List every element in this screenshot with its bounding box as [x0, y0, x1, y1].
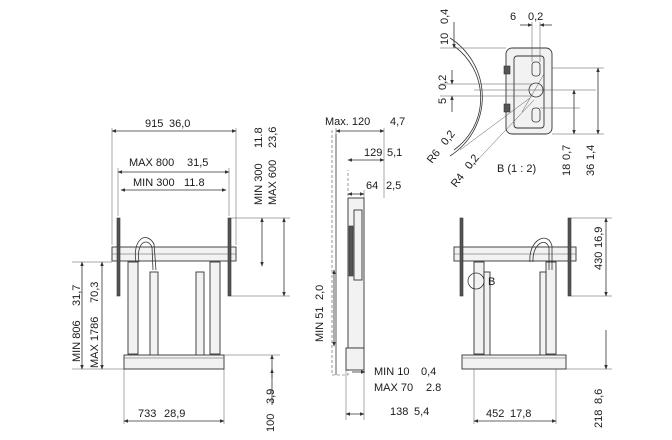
dim-min300-in: 11.8: [184, 177, 205, 189]
dim-129: 129: [364, 147, 382, 159]
front-view: 915 36,0 MAX 800 31,5 MIN 300 11.8 MIN 3…: [71, 118, 290, 432]
front-right-leg: [195, 271, 205, 357]
front-right-rail: [227, 217, 232, 297]
dim-915: 915: [145, 118, 163, 130]
dim-min51-in: 2,0: [314, 285, 326, 300]
dim-64-in: 2,5: [386, 180, 401, 192]
dim-r6: R6: [425, 147, 443, 165]
dim-430: 430: [593, 252, 605, 270]
side-view: Max. 120 4,7 129 5,1 64 2,5 MIN 51 2,0 M…: [314, 116, 441, 420]
dim-10: 10: [439, 33, 451, 45]
dim-max800: MAX 800: [129, 157, 174, 169]
dim-r4: R4: [449, 171, 467, 189]
front-left-rail: [116, 217, 121, 297]
detail-label: B (1 : 2): [497, 163, 536, 175]
dim-138-in: 5,4: [414, 406, 429, 418]
dim-5-in: 0,2: [437, 75, 449, 90]
dim-v-min300: MIN 300: [253, 163, 265, 205]
dim-36-in: 1,4: [585, 145, 597, 160]
detail-arc: [449, 37, 483, 157]
rear-right-rail: [567, 217, 572, 297]
side-screen-outline: [331, 130, 349, 376]
dim-max120-in: 4,7: [390, 116, 405, 128]
dim-430-in: 16,9: [593, 227, 605, 248]
side-bracket: [353, 209, 363, 281]
dim-138: 138: [390, 406, 408, 418]
dim-min806-in: 31,7: [71, 285, 83, 306]
front-right-upright: [209, 261, 221, 355]
dim-18: 18: [561, 164, 573, 176]
dim-733: 733: [138, 408, 156, 420]
rear-view: B 430 16,9 452 17,8 218 8,6: [453, 217, 612, 428]
dim-max120: Max. 120: [325, 116, 370, 128]
detail-b-label: B: [488, 276, 495, 288]
dim-10-in: 0,4: [439, 9, 451, 24]
dim-min806: MIN 806: [71, 320, 83, 362]
dim-218: 218: [593, 410, 605, 428]
dim-min10: MIN 10: [374, 366, 409, 378]
detail-view-b: 10 0,4 6 0,2 5 0,2 R6 0,2 R4 0,2 B (1 : …: [425, 9, 604, 190]
dim-v-max600-in: 23,6: [267, 127, 279, 148]
dim-452-in: 17,8: [510, 408, 531, 420]
detail-slot-bottom: [531, 107, 541, 123]
front-left-upright: [127, 261, 139, 355]
rear-base: [461, 354, 567, 370]
dim-v-max600: MAX 600: [267, 160, 279, 205]
dim-915-in: 36,0: [169, 118, 190, 130]
rear-right-upright: [545, 261, 557, 355]
front-cable-loop: [134, 237, 157, 271]
dim-min300: MIN 300: [133, 177, 175, 189]
dim-max70: MAX 70: [374, 382, 413, 394]
detail-slot-top: [531, 61, 541, 77]
dim-733-in: 28,9: [164, 408, 185, 420]
dim-max70-in: 2.8: [426, 382, 441, 394]
dim-218-in: 8,6: [593, 389, 605, 404]
front-left-leg: [149, 271, 159, 357]
rear-cable-loop: [529, 237, 553, 270]
dim-r4-in: 0,2: [463, 152, 482, 171]
dim-6: 6: [510, 11, 516, 23]
dim-min51: MIN 51: [314, 307, 326, 342]
dim-r6-in: 0,2: [439, 128, 458, 147]
dim-18-in: 0,7: [561, 145, 573, 160]
dim-64: 64: [366, 180, 378, 192]
dim-max1786-in: 70,3: [89, 282, 101, 303]
dim-452: 452: [486, 408, 504, 420]
dim-6-in: 0,2: [528, 11, 543, 23]
dim-100-in: 3,9: [265, 389, 277, 404]
detail-b-marker: [467, 272, 485, 290]
rear-left-rail: [459, 217, 464, 297]
dim-max1786: MAX 1786: [89, 317, 101, 368]
dim-max800-in: 31,5: [187, 157, 208, 169]
front-base: [123, 354, 225, 370]
dim-36: 36: [585, 164, 597, 176]
dim-v-min300-in: 11.8: [253, 127, 265, 148]
dim-129-in: 5,1: [387, 147, 402, 159]
dim-5: 5: [437, 98, 449, 104]
dim-100: 100: [265, 414, 277, 432]
dim-min10-in: 0,4: [421, 366, 436, 378]
side-base: [345, 347, 365, 371]
